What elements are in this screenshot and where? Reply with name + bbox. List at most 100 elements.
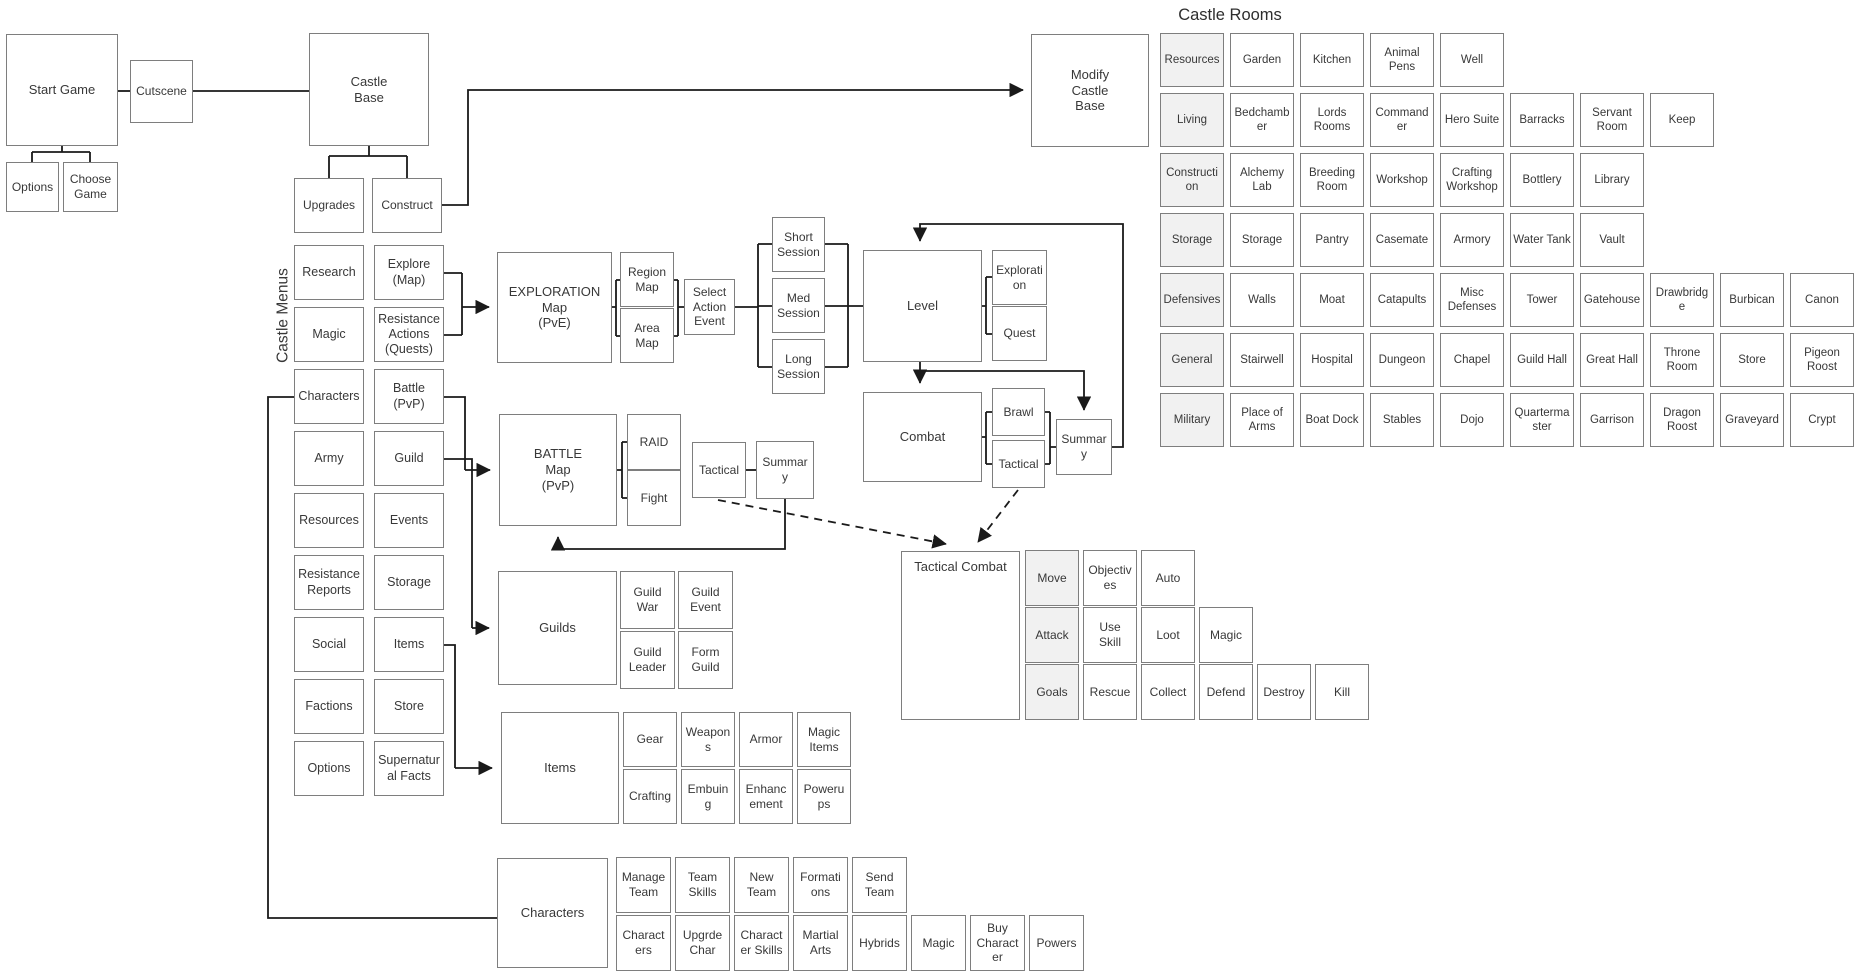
items-node: Items — [501, 712, 619, 824]
map-sub-node: Region Map — [620, 252, 674, 307]
room-category-cell: General — [1160, 333, 1224, 387]
room-cell: Animal Pens — [1370, 33, 1434, 87]
menu-item: Magic — [294, 307, 364, 362]
session-node: Long Session — [772, 339, 825, 394]
room-cell: Store — [1720, 333, 1784, 387]
tactical-combat-node: Tactical Combat — [901, 551, 1020, 720]
combat-sub-node: Tactical — [992, 440, 1045, 488]
arrow-construct-to-modify-castle — [442, 82, 1024, 206]
guild-sub-node: Guild War — [620, 571, 675, 629]
room-cell: Chapel — [1440, 333, 1504, 387]
room-cell: Dojo — [1440, 393, 1504, 447]
room-cell: Crafting Workshop — [1440, 153, 1504, 207]
room-cell: Vault — [1580, 213, 1644, 267]
tactical-action-cell: Auto — [1141, 550, 1195, 606]
character-sub-node: New Team — [734, 857, 789, 913]
room-cell: Water Tank — [1510, 213, 1574, 267]
room-cell: Dragon Roost — [1650, 393, 1714, 447]
tactical-action-cell: Destroy — [1257, 664, 1311, 720]
menu-item: Battle (PvP) — [374, 369, 444, 424]
room-cell: Burbican — [1720, 273, 1784, 327]
room-cell: Dungeon — [1370, 333, 1434, 387]
dashed-arrow-tactical-pvp-to-tactical-combat — [717, 499, 947, 549]
item-sub-node: Embuing — [681, 769, 735, 824]
character-sub-node: Character Skills — [734, 915, 789, 971]
tactical-action-cell: Magic — [1199, 607, 1253, 663]
item-sub-node: Weapons — [681, 712, 735, 767]
battle-map-node: BATTLE Map (PvP) — [499, 414, 617, 526]
level-node: Level — [863, 250, 982, 362]
options-node: Options — [6, 162, 59, 212]
choose-game-node: Choose Game — [63, 162, 118, 212]
item-sub-node: Magic Items — [797, 712, 851, 767]
room-category-cell: Construction — [1160, 153, 1224, 207]
room-cell: Place of Arms — [1230, 393, 1294, 447]
room-cell: Armory — [1440, 213, 1504, 267]
level-sub-node: Quest — [992, 306, 1047, 361]
cutscene-node: Cutscene — [130, 60, 193, 123]
tactical-action-cell: Collect — [1141, 664, 1195, 720]
menu-item: Resources — [294, 493, 364, 548]
room-cell: Bedchamber — [1230, 93, 1294, 147]
menu-item: Guild — [374, 431, 444, 486]
room-cell: Storage — [1230, 213, 1294, 267]
character-sub-node: Magic — [911, 915, 966, 971]
menu-item: Social — [294, 617, 364, 672]
tactical-action-cell: Defend — [1199, 664, 1253, 720]
level-sub-node: Exploration — [992, 250, 1047, 305]
select-action-event-node: Select Action Event — [684, 279, 735, 335]
character-sub-node: Upgrde Char — [675, 915, 730, 971]
combat-sub-node: Brawl — [992, 388, 1045, 436]
item-sub-node: Enhancement — [739, 769, 793, 824]
menu-item: Items — [374, 617, 444, 672]
menu-item: Storage — [374, 555, 444, 610]
room-cell: Pigeon Roost — [1790, 333, 1854, 387]
room-cell: Quartermaster — [1510, 393, 1574, 447]
room-cell: Barracks — [1510, 93, 1574, 147]
character-sub-node: Powers — [1029, 915, 1084, 971]
guild-sub-node: Guild Leader — [620, 631, 675, 689]
character-sub-node: Hybrids — [852, 915, 907, 971]
room-cell: Stables — [1370, 393, 1434, 447]
room-cell: Garrison — [1580, 393, 1644, 447]
castle-base-node: Castle Base — [309, 33, 429, 146]
room-cell: Moat — [1300, 273, 1364, 327]
room-cell: Throne Room — [1650, 333, 1714, 387]
room-category-cell: Living — [1160, 93, 1224, 147]
room-cell: Breeding Room — [1300, 153, 1364, 207]
room-cell: Misc Defenses — [1440, 273, 1504, 327]
room-cell: Pantry — [1300, 213, 1364, 267]
room-cell: Gatehouse — [1580, 273, 1644, 327]
tactical-action-cell: Use Skill — [1083, 607, 1137, 663]
tactical-action-cell: Rescue — [1083, 664, 1137, 720]
castle-rooms-title: Castle Rooms — [1178, 6, 1282, 24]
menu-item: Options — [294, 741, 364, 796]
battle-sub-node: Fight — [627, 470, 681, 526]
battle-summary-node: Summary — [756, 441, 814, 499]
character-sub-node: Buy Character — [970, 915, 1025, 971]
arrow-connectors — [442, 82, 1124, 776]
menu-item: Resistance Reports — [294, 555, 364, 610]
room-cell: Drawbridge — [1650, 273, 1714, 327]
guild-sub-node: Guild Event — [678, 571, 733, 629]
menu-item: Explore (Map) — [374, 245, 444, 300]
room-cell: Hospital — [1300, 333, 1364, 387]
castle-menus-column-2: Explore (Map)Resistance Actions (Quests)… — [374, 245, 444, 796]
room-category-cell: Defensives — [1160, 273, 1224, 327]
menu-item: Army — [294, 431, 364, 486]
